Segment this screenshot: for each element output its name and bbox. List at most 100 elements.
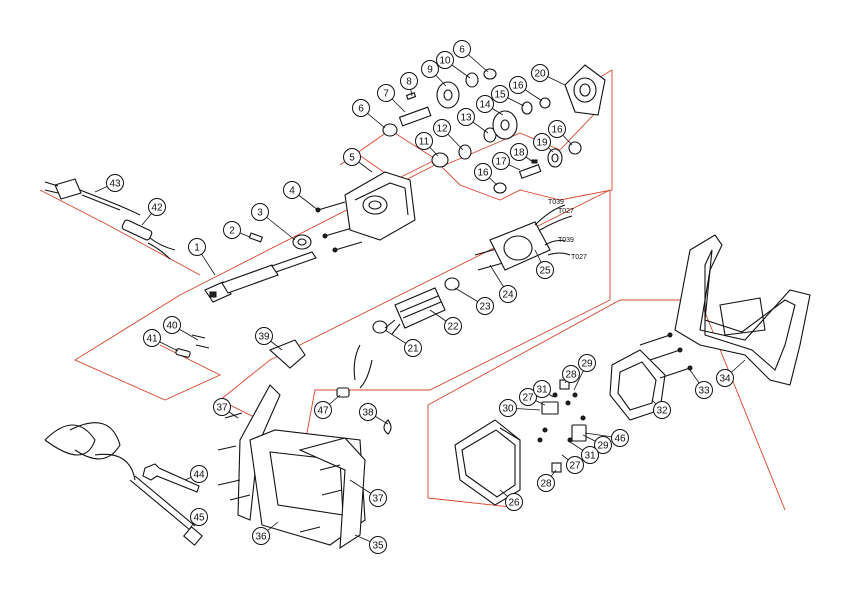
callout-number: 27 [522,393,534,404]
callout-circle [653,401,671,419]
callout-number: 1 [194,243,200,254]
callout-17: 17 [492,152,521,171]
callout-number: 22 [447,322,459,333]
callout-39: 39 [255,327,283,351]
callout-circle [190,465,208,483]
callout-number: 8 [406,77,412,88]
front-handle-housing [217,384,392,550]
callout-number: 16 [477,168,489,179]
callout-47: 47 [314,394,341,419]
callout-circle [476,95,494,113]
callout-37: 37 [349,479,387,507]
callout-8: 8 [400,72,418,97]
callout-number: 6 [459,45,465,56]
callout-number: 41 [146,334,158,345]
callout-circle [566,456,584,474]
callout-circle [421,60,439,78]
switch-trigger-39 [268,339,306,369]
callout-number: 39 [258,332,270,343]
callout-circle [537,474,555,492]
motor-end-cap [609,332,693,421]
callout-number: 32 [656,406,668,417]
callout-circle [695,381,713,399]
callout-circle [533,133,551,151]
callout-5: 5 [343,148,373,173]
callout-circle [519,388,537,406]
callout-26: 26 [499,489,523,511]
callout-number: 18 [513,148,525,159]
callout-number: 16 [512,81,524,92]
rear-handle [674,234,811,386]
callout-3: 3 [251,203,296,241]
gearbox-cover [564,64,606,116]
callout-22: 22 [429,309,462,335]
callout-circle [510,143,528,161]
callout-number: 43 [109,179,121,190]
wire-connector [336,344,373,398]
callout-number: 3 [257,208,263,219]
callout-number: 2 [229,226,235,237]
callout-29: 29 [573,354,596,391]
callout-number: 36 [255,532,267,543]
bearing-6a [382,123,398,137]
callout-circle [251,203,269,221]
callout-number: 29 [581,359,593,370]
callout-number: 37 [372,494,384,505]
callout-number: 15 [494,90,506,101]
callout-number: 24 [502,290,514,301]
callout-circle [190,508,208,526]
shaft-17 [518,164,542,179]
callout-circle [415,132,433,150]
callout-circle [369,536,387,554]
callout-circle [343,148,361,166]
callout-circle [581,446,599,464]
plug-cord [44,178,141,216]
bearing-23 [444,277,460,291]
callout-circle [188,238,206,256]
callout-circle [377,84,395,102]
callout-number: 34 [719,374,731,385]
switch-body-30 [541,401,559,415]
switch-parts [175,334,306,369]
callout-44: 44 [184,465,208,483]
switch-46 [571,424,587,442]
callout-16: 16 [509,76,543,102]
callout-45: 45 [189,508,208,529]
callout-31: 31 [533,380,554,398]
callout-30: 30 [499,399,541,417]
callout-29: 29 [582,434,612,454]
callout-34: 34 [716,359,746,387]
callout-circle [106,174,124,192]
motor-housing [454,419,521,506]
callout-18: 18 [510,143,534,163]
callout-14: 14 [476,95,504,116]
callout-circle [578,354,596,372]
stator: T039 T027 T039 T027 [474,199,587,271]
callout-27: 27 [561,454,584,474]
callout-number: 14 [479,100,491,111]
callout-number: 40 [166,321,178,332]
callout-circle [476,297,494,315]
callout-circle [492,152,510,170]
callout-19: 19 [533,133,554,153]
callout-number: 38 [362,408,374,419]
wire-label-t027-bottom: T027 [571,254,587,261]
callout-circle [433,119,451,137]
callout-circle [505,493,523,511]
bearing-16a [539,97,551,109]
callout-number: 19 [536,138,548,149]
callout-32: 32 [651,399,671,419]
callout-circle [499,399,517,417]
callout-circle [359,403,377,421]
callout-24: 24 [489,264,517,303]
callout-number: 29 [597,441,609,452]
callout-number: 26 [508,498,520,509]
callout-25: 25 [534,249,554,279]
callout-number: 33 [698,386,710,397]
callout-number: 31 [536,385,548,396]
capacitor-28b [551,462,562,473]
callout-number: 37 [216,403,228,414]
callout-36: 36 [252,521,279,545]
callout-16: 16 [548,120,573,146]
